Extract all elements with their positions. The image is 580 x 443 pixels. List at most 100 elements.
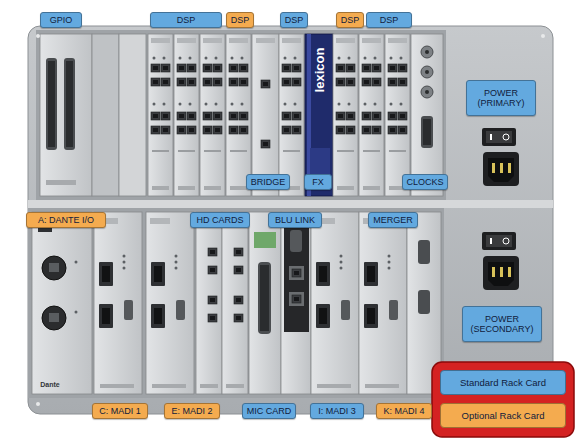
- power-switch: [482, 128, 516, 146]
- callout-text: GPIO: [50, 15, 73, 25]
- gpio-card: [40, 34, 92, 196]
- shelf-divider: [28, 200, 553, 208]
- dsp-card: [174, 34, 199, 196]
- gpio-card: [46, 180, 76, 185]
- callout-box: DSP: [366, 12, 412, 28]
- power-switch: [486, 131, 512, 143]
- clock-card: [425, 90, 429, 94]
- merger-card: [418, 290, 430, 314]
- power-switch: [503, 238, 509, 244]
- madi-card: [359, 212, 407, 394]
- fx-card: [305, 34, 333, 196]
- power-inlet: [492, 163, 495, 173]
- dsp-card: [385, 34, 410, 196]
- callout-box: MERGER: [368, 212, 418, 228]
- chassis-screw: [541, 34, 545, 38]
- dsp-card: [359, 34, 384, 196]
- gpio-card: [46, 58, 57, 150]
- mic-card: [254, 232, 276, 248]
- dsp-card: [200, 34, 225, 196]
- bridge-card: [256, 38, 275, 43]
- mic-card: [249, 212, 281, 394]
- power-switch: [490, 134, 492, 140]
- gpio-card: [40, 34, 92, 196]
- top-card-cage: [36, 30, 446, 200]
- blu-link-card: [281, 212, 311, 394]
- bridge-card: [252, 34, 279, 196]
- callout-text: E: MADI 2: [171, 406, 212, 416]
- clock-card: [421, 86, 433, 98]
- callout-text: DSP: [341, 15, 360, 25]
- power-inlet: [488, 158, 514, 182]
- madi-card: [311, 212, 359, 394]
- dante-card: [49, 313, 59, 322]
- callout-text: POWER (SECONDARY): [465, 314, 539, 334]
- callout-box: E: MADI 2: [164, 403, 220, 419]
- callout-box: HD CARDS: [190, 212, 250, 228]
- callout-box: MIC CARD: [242, 403, 296, 419]
- callout-box: DSP: [280, 12, 308, 28]
- clock-card: [411, 34, 443, 196]
- callout-box: FX: [304, 174, 332, 190]
- dsp-card: [148, 34, 173, 196]
- bridge-card: [261, 80, 270, 88]
- clock-card: [423, 119, 431, 145]
- bridge-card: [252, 34, 279, 196]
- power-switch: [482, 128, 516, 146]
- dante-card: [75, 261, 78, 264]
- callout-text: FX: [312, 177, 324, 187]
- callout-box: C: MADI 1: [92, 403, 148, 419]
- legend-swatch: Standard Rack Card: [440, 370, 566, 395]
- hd-card: [222, 212, 248, 394]
- brand-logo: lexicon: [312, 48, 327, 93]
- power-inlet: [483, 256, 519, 290]
- gpio-card: [66, 61, 73, 147]
- callout-box: GPIO: [40, 12, 82, 28]
- blu-link-card: [289, 292, 304, 306]
- chassis-screw: [36, 34, 40, 38]
- mic-card: [258, 262, 271, 334]
- chassis-screw: [36, 402, 40, 406]
- power-inlet: [500, 267, 503, 277]
- callout-text: MIC CARD: [247, 406, 292, 416]
- power-switch: [486, 235, 512, 247]
- callout-text: BRIDGE: [251, 177, 286, 187]
- callout-text: DSP: [380, 15, 399, 25]
- legend-frame: [432, 362, 574, 437]
- fx-card: [305, 34, 333, 196]
- blu-link-card: [284, 222, 309, 332]
- dsp-card: [279, 34, 304, 196]
- callout-text: DSP: [177, 15, 196, 25]
- hd-card: [196, 212, 222, 394]
- callout-box: POWER (PRIMARY): [466, 80, 536, 116]
- power-inlet: [483, 256, 519, 290]
- legend-text: Optional Rack Card: [462, 410, 545, 421]
- clock-card: [421, 46, 433, 58]
- gpio-card: [48, 61, 55, 147]
- callout-box: DSP: [226, 12, 254, 28]
- clock-card: [425, 50, 429, 54]
- dsp-card: [226, 34, 251, 196]
- callout-text: HD CARDS: [196, 215, 243, 225]
- power-switch: [482, 232, 516, 250]
- legend-text: Standard Rack Card: [460, 377, 546, 388]
- power-inlet: [508, 267, 511, 277]
- callout-text: CLOCKS: [406, 177, 443, 187]
- merger-card: [418, 240, 430, 264]
- callout-box: CLOCKS: [402, 174, 448, 190]
- brand-text: Dante: [40, 381, 59, 388]
- callout-box: DSP: [336, 12, 364, 28]
- blu-link-card: [292, 269, 301, 277]
- power-inlet: [508, 163, 511, 173]
- clock-card: [411, 34, 443, 196]
- callout-text: I: MADI 3: [318, 406, 356, 416]
- callout-text: DSP: [231, 15, 250, 25]
- dante-card: [32, 212, 92, 394]
- callout-box: DSP: [150, 12, 222, 28]
- bridge-card: [261, 140, 270, 148]
- callout-box: I: MADI 3: [310, 403, 364, 419]
- power-inlet: [488, 262, 514, 286]
- blu-link-card: [292, 295, 301, 303]
- power-switch: [490, 238, 492, 244]
- dante-card: [42, 306, 66, 330]
